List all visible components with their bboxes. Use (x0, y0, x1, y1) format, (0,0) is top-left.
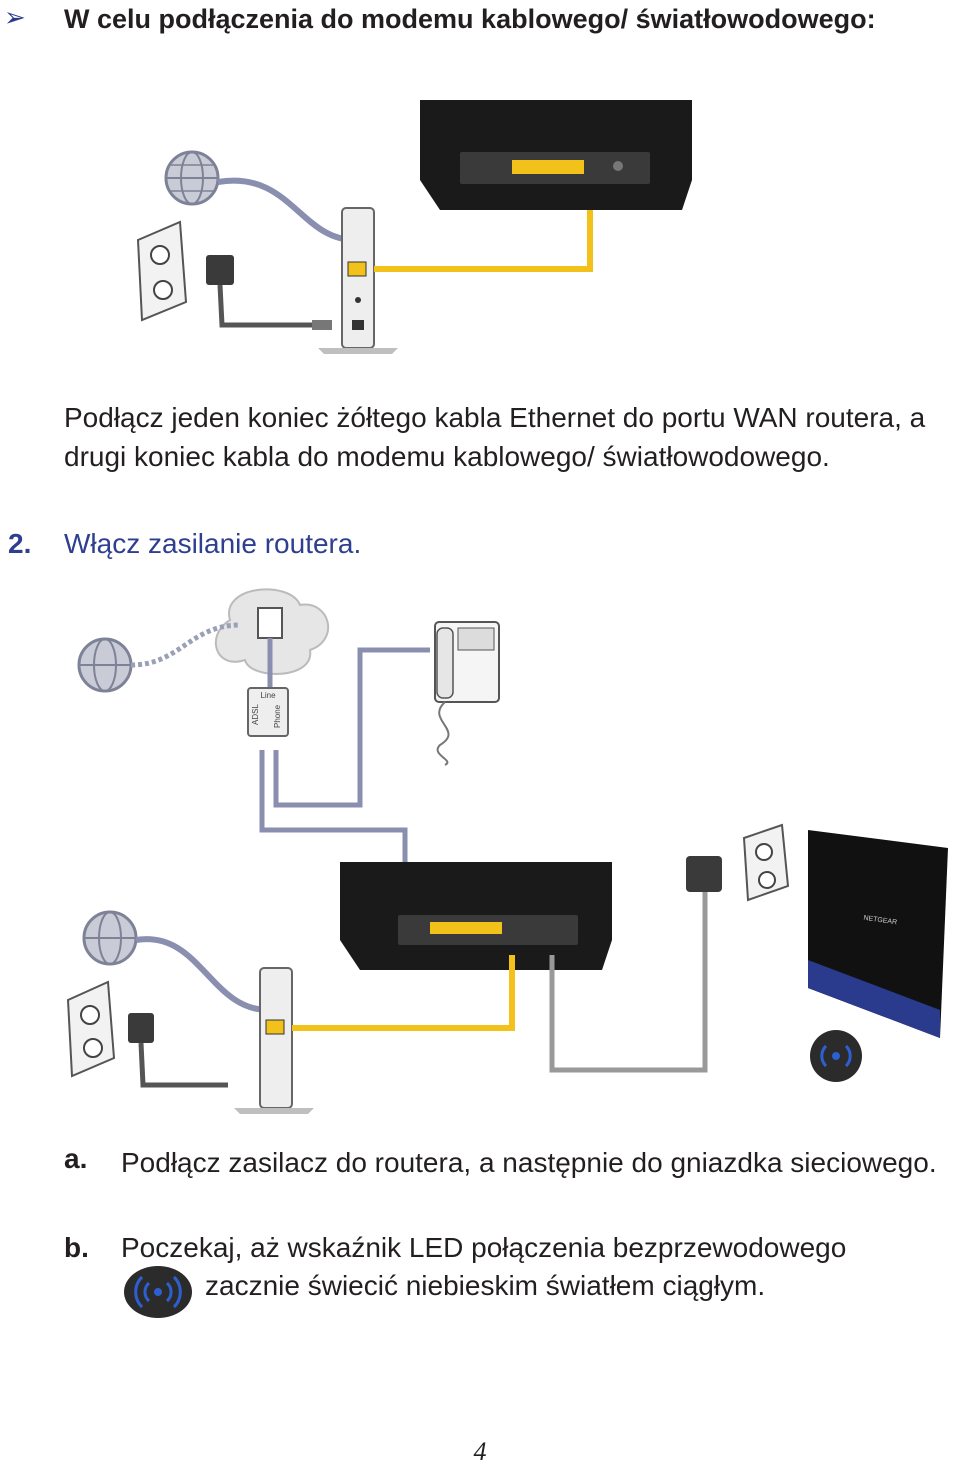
router-logo: NETGEAR (863, 915, 897, 927)
wall-socket-icon (136, 220, 188, 322)
splitter-icon: Line ADSL Phone (247, 638, 289, 737)
bullet-arrow-icon: ➢ (4, 2, 26, 32)
step-title: Włącz zasilanie routera. (64, 528, 362, 559)
globe-icon (82, 910, 138, 966)
power-adapter-icon (128, 1013, 228, 1088)
page-number: 4 (473, 1437, 487, 1466)
router-icon (420, 100, 692, 210)
globe-icon (77, 637, 133, 693)
splitter-adsl-label: ADSL (251, 704, 260, 725)
wall-socket-icon (742, 823, 790, 902)
cable-modem-diagram (136, 100, 692, 354)
substep-b-line1: Poczekaj, aż wskaźnik LED połączenia bez… (121, 1232, 847, 1263)
power-on-diagram: Line ADSL Phone (66, 588, 948, 1114)
wall-socket-icon (66, 980, 116, 1078)
splitter-phone-label: Phone (273, 704, 282, 728)
router-icon: NETGEAR (808, 830, 948, 1038)
substep-b-mark: b. (64, 1232, 89, 1263)
wireless-led-icon (124, 1266, 192, 1318)
substep-a-mark: a. (64, 1143, 88, 1174)
substep-a-text: Podłącz zasilacz do routera, a następnie… (121, 1147, 937, 1178)
wireless-led-icon (810, 1030, 862, 1082)
instruction-paragraph: Podłącz jeden koniec żółtego kabla Ether… (64, 402, 926, 472)
globe-icon (164, 150, 220, 206)
router-icon (340, 862, 612, 970)
section-heading: W celu podłączenia do modemu kablowego/ … (64, 4, 876, 34)
telephone-icon (434, 621, 500, 766)
power-adapter-icon (206, 255, 332, 330)
modem-icon (234, 967, 314, 1114)
step-number: 2. (8, 528, 32, 559)
substep-b-line2: zacznie świecić niebieskim światłem ciąg… (205, 1270, 766, 1301)
splitter-line-label: Line (260, 691, 276, 700)
modem-icon (318, 207, 398, 354)
